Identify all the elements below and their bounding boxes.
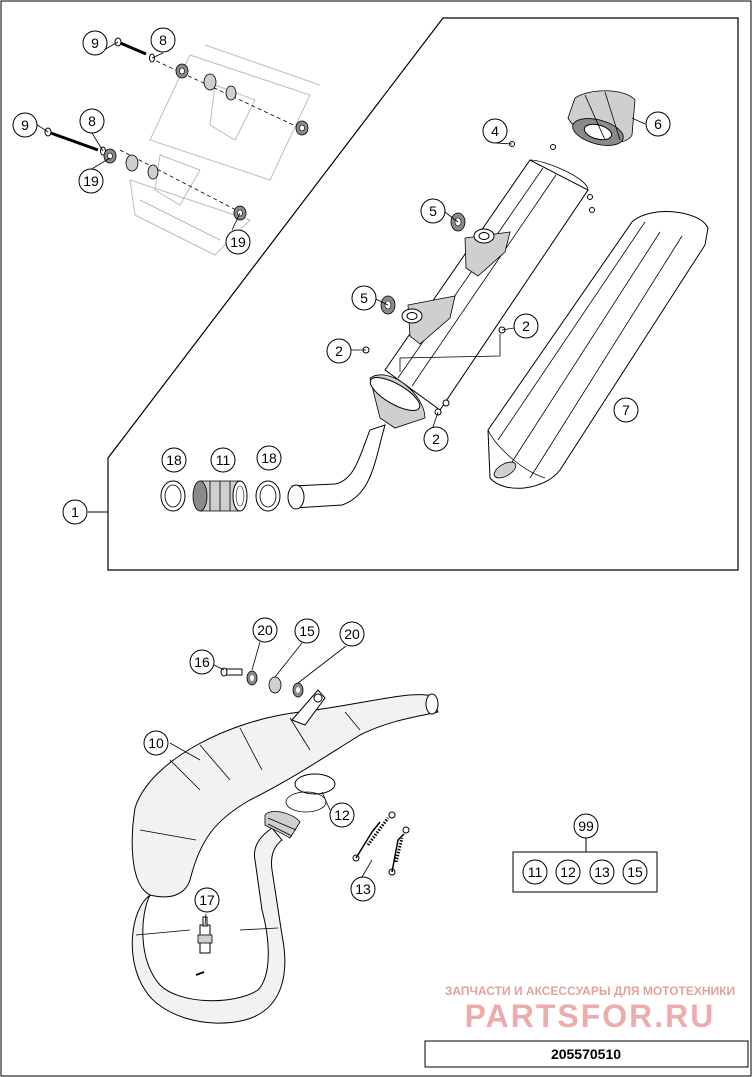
callout-17: 17 xyxy=(194,887,220,913)
svg-text:8: 8 xyxy=(88,113,96,129)
callout-2c: 2 xyxy=(423,426,449,452)
grommet-15 xyxy=(268,676,282,694)
svg-text:1: 1 xyxy=(71,504,79,520)
drawing-number-box xyxy=(424,1040,749,1068)
svg-text:15: 15 xyxy=(299,623,315,639)
svg-text:99: 99 xyxy=(578,818,594,834)
svg-text:6: 6 xyxy=(654,116,662,132)
callout-6: 6 xyxy=(645,111,671,137)
callout-2b: 2 xyxy=(513,313,539,339)
svg-text:16: 16 xyxy=(194,654,210,670)
svg-text:5: 5 xyxy=(429,203,437,219)
bolt-16 xyxy=(220,667,243,677)
watermark: ЗАПЧАСТИ И АКСЕССУАРЫ ДЛЯ МОТОТЕХНИКИ PA… xyxy=(445,984,735,1034)
end-cap-6 xyxy=(567,90,636,146)
grommet-upper-b xyxy=(225,85,237,101)
callouts: 9 8 9 8 19 19 4 6 5 5 2 2 2 7 18 11 18 1… xyxy=(12,27,671,913)
callout-8a: 8 xyxy=(150,27,176,53)
svg-text:11: 11 xyxy=(528,864,543,880)
kit-99-box xyxy=(512,851,658,893)
watermark-caption: ЗАПЧАСТИ И АКСЕССУАРЫ ДЛЯ МОТОТЕХНИКИ xyxy=(445,984,735,998)
springs-13 xyxy=(352,811,410,876)
kit-99-item-4: 15 xyxy=(622,859,648,885)
svg-text:11: 11 xyxy=(216,452,231,468)
kit-99-item-1: 11 xyxy=(522,859,548,885)
drawing-number: 205570510 xyxy=(551,1046,621,1062)
silencer-inlet-pipe xyxy=(287,424,386,510)
kit-99-item-3: 13 xyxy=(589,859,615,885)
svg-text:17: 17 xyxy=(199,892,215,908)
callout-16: 16 xyxy=(189,649,215,675)
callout-12: 12 xyxy=(329,802,355,828)
screws-4 xyxy=(509,141,595,213)
svg-text:4: 4 xyxy=(491,123,499,139)
svg-text:5: 5 xyxy=(360,290,368,306)
watermark-logo: PARTSFOR.RU xyxy=(465,998,716,1034)
callout-9b: 9 xyxy=(12,112,38,138)
svg-text:2: 2 xyxy=(522,318,530,334)
svg-text:12: 12 xyxy=(560,864,576,880)
silencer-inner-body xyxy=(369,159,589,429)
svg-text:13: 13 xyxy=(355,881,371,897)
grommet-lower-a xyxy=(125,154,139,172)
callout-19a: 19 xyxy=(78,168,104,194)
svg-text:15: 15 xyxy=(627,864,643,880)
callout-8b: 8 xyxy=(79,108,105,134)
svg-text:13: 13 xyxy=(594,864,610,880)
callout-4: 4 xyxy=(482,118,508,144)
callout-20a: 20 xyxy=(252,617,278,643)
callout-20b: 20 xyxy=(339,621,365,647)
callout-19b: 19 xyxy=(225,229,251,255)
callout-7: 7 xyxy=(613,397,639,423)
svg-text:2: 2 xyxy=(335,343,343,359)
grommet-lower-b xyxy=(147,164,159,180)
callout-18a: 18 xyxy=(161,447,187,473)
callout-11: 11 xyxy=(210,447,236,473)
svg-text:7: 7 xyxy=(622,402,630,418)
bolt-9-upper xyxy=(114,37,147,56)
silencer-group-frame xyxy=(107,17,739,571)
o-ring-12-upper xyxy=(294,773,336,795)
callout-18b: 18 xyxy=(256,445,282,471)
callout-99: 99 xyxy=(573,813,599,839)
callout-10: 10 xyxy=(143,730,169,756)
callout-1: 1 xyxy=(62,499,88,525)
frame-bracket xyxy=(119,44,321,256)
svg-text:20: 20 xyxy=(344,626,360,642)
svg-text:20: 20 xyxy=(257,622,273,638)
svg-text:8: 8 xyxy=(159,32,167,48)
callout-15: 15 xyxy=(294,618,320,644)
callout-13: 13 xyxy=(350,876,376,902)
silencer-sleeve-7 xyxy=(487,211,709,489)
svg-text:18: 18 xyxy=(166,452,182,468)
svg-text:18: 18 xyxy=(261,450,277,466)
kit-99-item-2: 12 xyxy=(555,859,581,885)
svg-text:12: 12 xyxy=(334,807,350,823)
callout-5a: 5 xyxy=(420,198,446,224)
callout-2a: 2 xyxy=(326,338,352,364)
o-ring-12-lower xyxy=(285,791,327,813)
callout-9a: 9 xyxy=(82,30,108,56)
svg-text:10: 10 xyxy=(148,735,164,751)
gasket-11 xyxy=(192,480,248,512)
grommet-upper-a xyxy=(203,73,217,91)
svg-text:9: 9 xyxy=(91,35,99,51)
callout-5b: 5 xyxy=(351,285,377,311)
svg-text:19: 19 xyxy=(230,234,246,250)
exhaust-pipe-10 xyxy=(131,689,439,1024)
svg-text:2: 2 xyxy=(432,431,440,447)
svg-text:9: 9 xyxy=(21,117,29,133)
svg-text:19: 19 xyxy=(83,173,99,189)
